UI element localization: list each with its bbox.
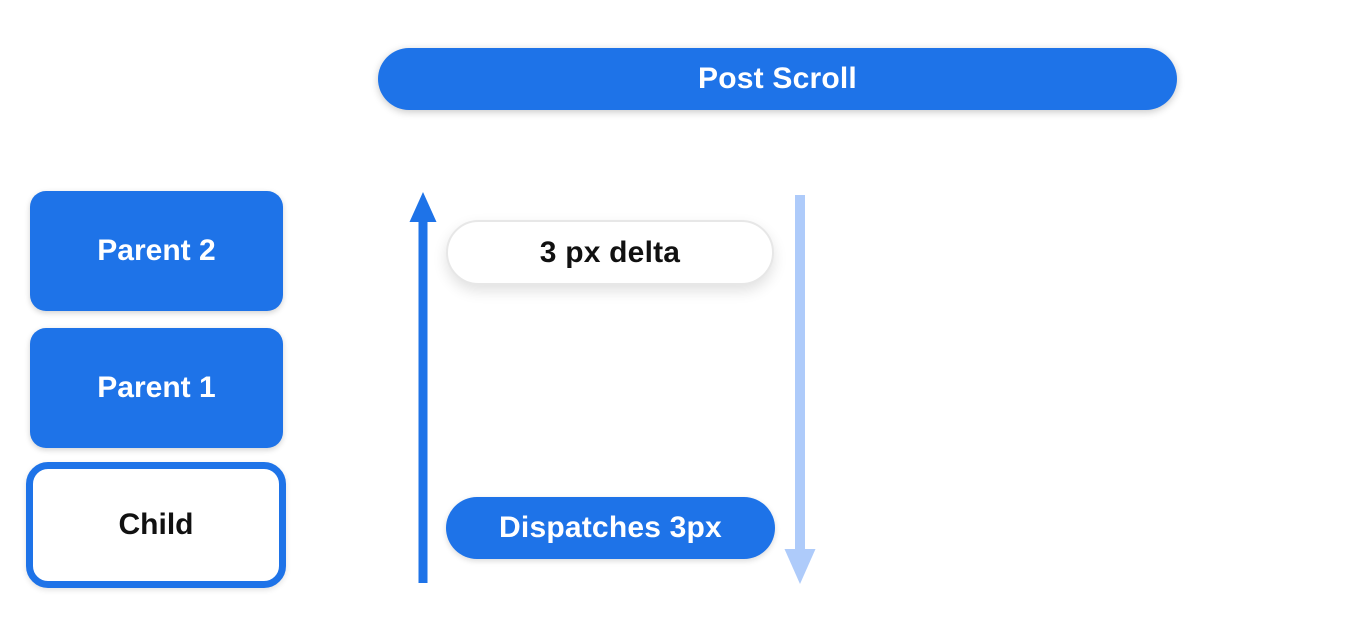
post-scroll-banner: Post Scroll xyxy=(378,48,1177,110)
arrow-up-icon xyxy=(409,192,437,583)
delta-label: 3 px delta xyxy=(539,235,681,269)
arrow-down-icon xyxy=(784,195,816,584)
delta-badge: 3 px delta xyxy=(446,220,774,285)
child-label: Child xyxy=(118,508,194,541)
parent1-box: Parent 1 xyxy=(30,328,283,448)
parent2-box: Parent 2 xyxy=(30,191,283,311)
child-box: Child xyxy=(26,462,286,588)
dispatches-badge: Dispatches 3px xyxy=(446,497,775,559)
post-scroll-label: Post Scroll xyxy=(698,62,857,95)
parent1-label: Parent 1 xyxy=(97,371,216,404)
dispatches-label: Dispatches 3px xyxy=(499,511,722,544)
parent2-label: Parent 2 xyxy=(97,234,216,267)
